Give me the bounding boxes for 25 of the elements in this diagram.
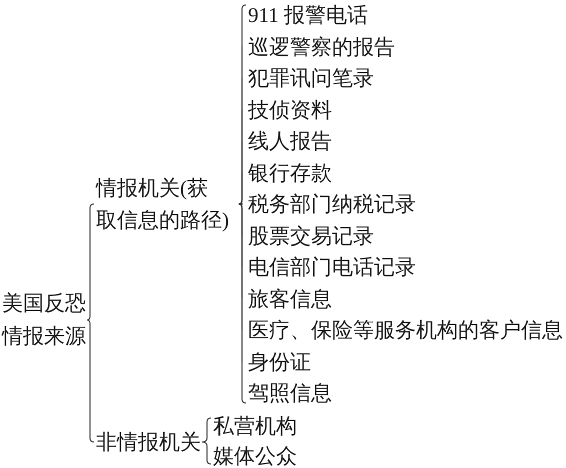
brace	[238, 203, 243, 205]
item-label: 媒体公众	[208, 444, 297, 468]
item-label: 驾照信息	[243, 380, 332, 406]
brace	[238, 172, 243, 205]
category-label: 情报机关(获取信息的路径)	[91, 172, 239, 236]
brace	[202, 441, 212, 465]
brace	[86, 319, 94, 443]
item-label: 巡逻警察的报告	[243, 34, 395, 60]
item-label: 911 报警电话	[243, 2, 368, 28]
brace	[238, 203, 246, 404]
item-label: 电信部门电话记录	[243, 254, 416, 280]
item-label: 线人报告	[243, 128, 332, 154]
item-label: 银行存款	[243, 160, 332, 186]
category-label: 非情报机关	[91, 429, 201, 455]
item-label: 身份证	[243, 348, 311, 374]
item-label: 医疗、保险等服务机构的客户信息	[243, 317, 563, 343]
brace	[86, 203, 94, 321]
item-label: 股票交易记录	[243, 222, 374, 248]
topic-label: 美国反恐情报来源	[2, 287, 88, 353]
item-label: 犯罪讯问笔录	[243, 65, 374, 91]
item-label: 私营机构	[208, 413, 297, 439]
item-label: 技侦资料	[243, 96, 332, 122]
brace	[202, 417, 212, 443]
item-label: 税务部门纳税记录	[243, 191, 416, 217]
item-label: 旅客信息	[243, 286, 332, 312]
